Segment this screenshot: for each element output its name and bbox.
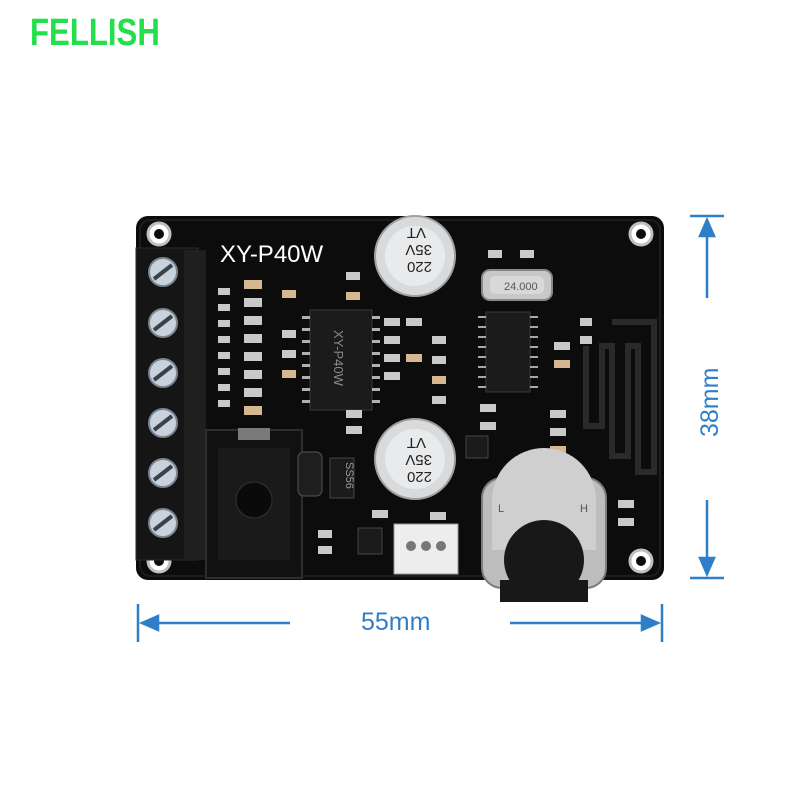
dimension-height [690, 214, 724, 580]
diode-label: SS56 [343, 462, 355, 489]
capacitor-top-text-3: VT [407, 224, 426, 241]
capacitor-bottom-text-1: 220 [407, 468, 432, 485]
bluetooth-chip [478, 311, 538, 393]
transistor [357, 527, 383, 555]
model-label: XY-P40W [220, 241, 324, 268]
pot-mark-h: H [580, 503, 588, 515]
crystal-label: 24.000 [504, 281, 538, 293]
chip-label: XY-P40W [331, 330, 346, 387]
brand-logo: FELLISH [30, 12, 160, 54]
capacitor-bottom-text-3: VT [407, 434, 426, 451]
dc-power-jack [205, 428, 303, 579]
inductor [297, 451, 323, 497]
screw-terminal-block [135, 247, 206, 561]
pot-mark-l: L [498, 503, 504, 515]
width-dimension-label: 55mm [361, 608, 431, 636]
transistor [465, 435, 489, 459]
capacitor-bottom-text-2: 35V [405, 451, 432, 468]
capacitor-bottom: 220 35V VT [374, 418, 456, 500]
pcb-antenna [583, 319, 657, 475]
pin-header [393, 523, 459, 575]
diode: SS56 [329, 457, 355, 499]
dimension-width [136, 604, 664, 642]
capacitor-top: 220 35V VT [374, 215, 456, 297]
capacitor-top-text-2: 35V [405, 241, 432, 258]
crystal-oscillator: 24.000 [481, 269, 553, 301]
volume-potentiometer: L H [481, 448, 607, 602]
capacitor-top-text-1: 220 [407, 258, 432, 275]
amplifier-chip: XY-P40W [302, 309, 380, 411]
smd-components [218, 250, 634, 554]
height-dimension-label: 38mm [696, 367, 724, 437]
